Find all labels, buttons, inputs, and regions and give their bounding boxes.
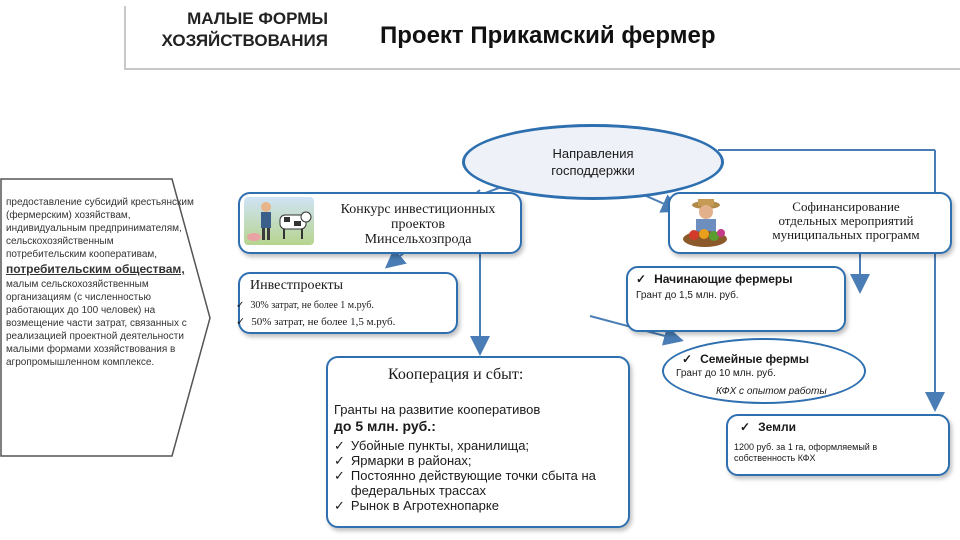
section-title: МАЛЫЕ ФОРМЫ ХОЗЯЙСТВОВАНИЯ (118, 8, 328, 52)
coop-amount-suffix: : (431, 418, 436, 434)
check-icon: ✓ (682, 352, 693, 366)
left-panel-text: предоставление субсидий крестьянским (фе… (6, 196, 196, 369)
farmer-vegetables-image (676, 196, 734, 248)
cofinancing-line1: Софинансирование (792, 199, 900, 214)
cofinancing-label: Софинансирование отдельных мероприятий м… (744, 200, 948, 242)
cofinancing-line3: муниципальных программ (772, 227, 920, 242)
check-icon: ✓ (236, 316, 246, 328)
invest-item-1-text: 30% затрат, не более 1 м.руб. (250, 300, 374, 311)
contest-line1: Конкурс инвестиционных (340, 202, 496, 217)
coop-item-2: ✓ Ярмарки в районах; (334, 453, 644, 468)
page-title: Проект Прикамский фермер (380, 22, 716, 49)
coop-item-1: ✓ Убойные пункты, хранилища; (334, 438, 644, 453)
coop-item-4-text: Рынок в Агротехнопарке (350, 498, 499, 513)
family-oval (662, 338, 866, 404)
coop-amount: до 5 млн. руб.: (334, 418, 436, 434)
beginners-box (626, 266, 846, 332)
contest-label: Конкурс инвестиционных проектов Минсельх… (318, 202, 518, 247)
coop-item-3: ✓ Постоянно действующие точки сбыта на ф… (334, 468, 644, 498)
title-divider-vertical (124, 6, 126, 70)
check-icon: ✓ (334, 438, 345, 453)
coop-item-1-text: Убойные пункты, хранилища; (350, 438, 530, 453)
section-title-line2: ХОЗЯЙСТВОВАНИЯ (161, 31, 328, 50)
coop-item-2-text: Ярмарки в районах; (350, 453, 472, 468)
land-box (726, 414, 950, 476)
section-title-line1: МАЛЫЕ ФОРМЫ (187, 9, 328, 28)
land-title: ✓ Земли (740, 420, 796, 434)
check-icon: ✓ (236, 300, 245, 311)
coop-item-4: ✓ Рынок в Агротехнопарке (334, 498, 644, 513)
left-panel-text2: малым сельскохозяйственным организациям … (6, 279, 187, 368)
family-title: ✓ Семейные фермы (682, 352, 809, 366)
coop-item-3-text: Постоянно действующие точки сбыта на фед… (350, 468, 596, 498)
title-divider-horizontal (124, 68, 960, 70)
beginners-title-text: Начинающие фермеры (654, 272, 793, 286)
family-sub: Грант до 10 млн. руб. (676, 368, 776, 379)
check-icon: ✓ (334, 498, 345, 513)
check-icon: ✓ (334, 468, 345, 483)
invest-item-2: ✓ 50% затрат, не более 1,5 м.руб. (236, 314, 466, 330)
farmer-vegetables-icon (683, 199, 727, 247)
invest-box (238, 272, 458, 334)
left-panel-shape (0, 178, 211, 457)
cofinancing-line2: отдельных мероприятий (778, 213, 914, 228)
coop-grants: Гранты на развитие кооперативов (334, 402, 541, 417)
family-title-text: Семейные фермы (700, 352, 809, 366)
check-icon: ✓ (740, 420, 751, 434)
support-directions-line2: господдержки (551, 163, 635, 178)
left-panel-text1: предоставление субсидий крестьянским (фе… (6, 197, 194, 260)
left-panel-underlined: потребительским обществам, (6, 262, 185, 276)
coop-list: ✓ Убойные пункты, хранилища; ✓ Ярмарки в… (334, 438, 644, 513)
invest-item-2-text: 50% затрат, не более 1,5 м.руб. (251, 316, 396, 328)
check-icon: ✓ (636, 272, 647, 286)
family-kfh: КФХ с опытом работы (716, 386, 827, 397)
contest-line3: Минсельхозпрода (364, 232, 472, 247)
support-directions-line1: Направления (552, 146, 634, 161)
invest-item-1: ✓ 30% затрат, не более 1 м.руб. (236, 298, 466, 314)
land-title-text: Земли (758, 420, 796, 434)
invest-list: ✓ 30% затрат, не более 1 м.руб. ✓ 50% за… (236, 298, 466, 330)
farm-animals-image (244, 197, 314, 245)
invest-title: Инвестпроекты (250, 278, 344, 293)
beginners-title: ✓ Начинающие фермеры (636, 272, 792, 286)
coop-box (326, 356, 630, 528)
contest-line2: проектов (390, 217, 446, 232)
check-icon: ✓ (334, 453, 345, 468)
beginners-sub: Грант до 1,5 млн. руб. (636, 290, 739, 301)
land-sub: 1200 руб. за 1 га, оформляемый в собстве… (734, 442, 878, 463)
coop-title: Кооперация и сбыт: (388, 366, 524, 383)
farmer-cow-icon (247, 202, 312, 241)
coop-amount-text: до 5 млн. руб. (334, 418, 432, 434)
support-directions-bubble: Направления господдержки (462, 124, 724, 200)
